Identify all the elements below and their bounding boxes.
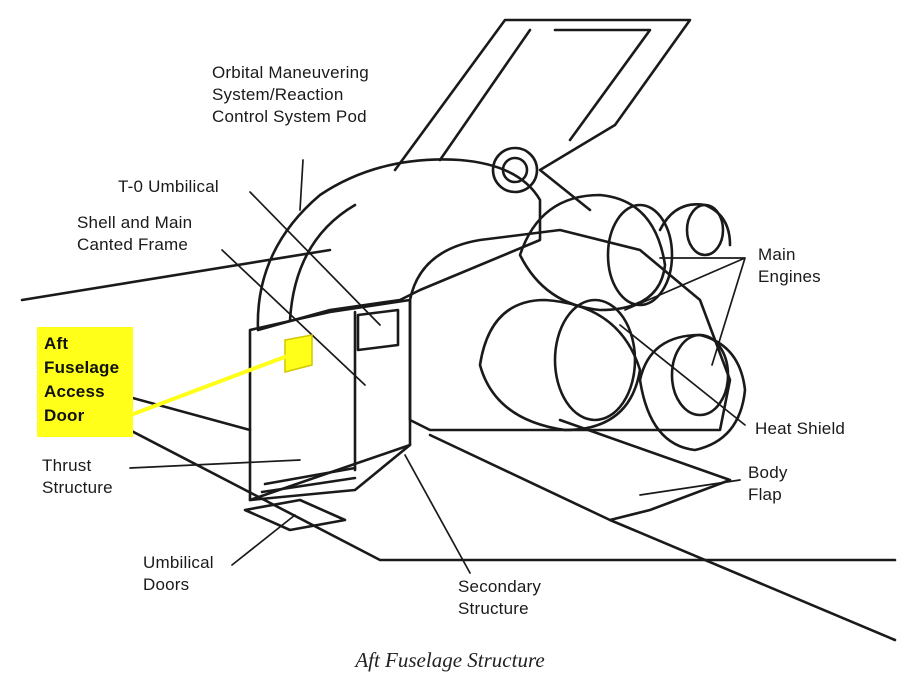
body-flap xyxy=(428,418,732,522)
body-flap-label: Body Flap xyxy=(748,463,788,504)
oms-pod-label: Orbital Maneuvering System/Reaction Cont… xyxy=(212,63,369,126)
umbilical-doors xyxy=(243,498,347,532)
vertical-tail xyxy=(393,18,692,212)
bottom-wing-line xyxy=(118,423,897,562)
aft-access-door-callout: Aft Fuselage Access Door xyxy=(37,327,133,437)
main-engines-label: Main Engines xyxy=(758,245,821,286)
oms-pod xyxy=(256,158,542,332)
engine-right-bottom xyxy=(638,333,747,452)
figure-caption: Aft Fuselage Structure xyxy=(355,648,545,672)
secondary-structure-label: Secondary Structure xyxy=(458,577,542,618)
thrust-structure-label: Thrust Structure xyxy=(42,456,113,497)
left-wing-edge xyxy=(20,248,332,302)
right-trailing-line xyxy=(608,518,897,642)
shell-frame-label: Shell and Main Canted Frame xyxy=(77,213,193,254)
t0-panel xyxy=(356,308,400,352)
heat-shield-label: Heat Shield xyxy=(755,419,846,438)
access-door-highlight xyxy=(284,334,313,373)
aft-body xyxy=(248,298,412,502)
heat-shield-base xyxy=(408,228,732,432)
engine-left-bottom xyxy=(478,298,642,432)
umbilical-doors-label: Umbilical Doors xyxy=(143,553,214,594)
aft-access-door-label: Aft Fuselage Access Door xyxy=(44,334,120,425)
thrust-hatch xyxy=(260,466,357,494)
t0-umbilical-label: T-0 Umbilical xyxy=(118,177,219,196)
